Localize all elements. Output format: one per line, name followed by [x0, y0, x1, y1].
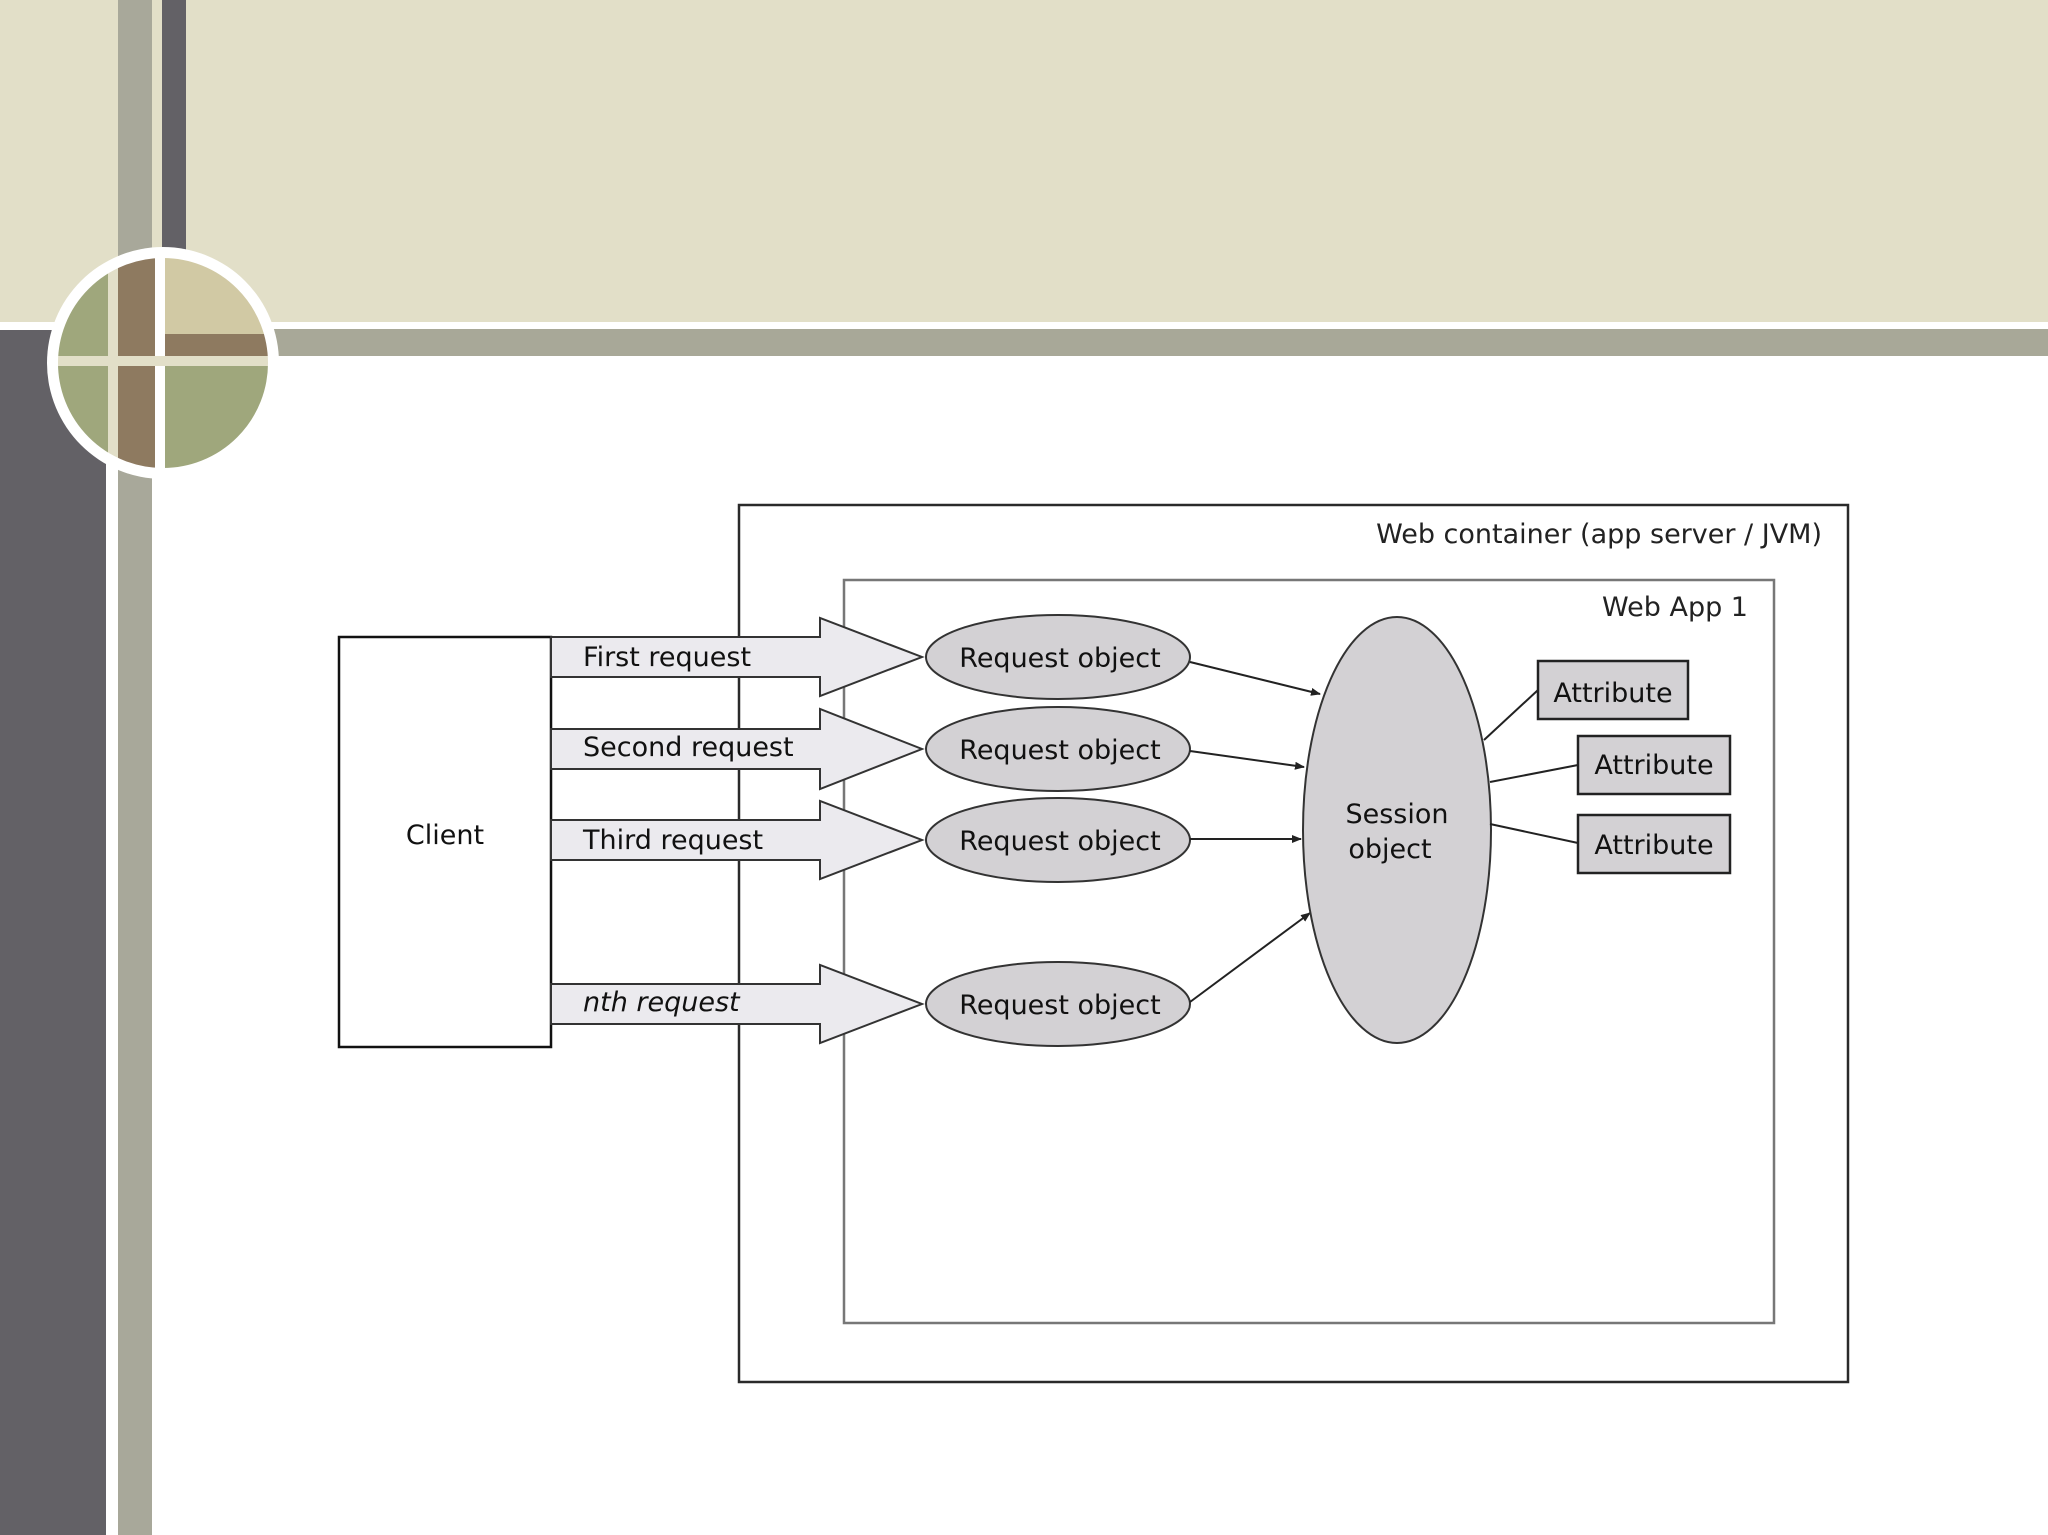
request-object-label: Request object	[959, 643, 1160, 674]
request-object-4: Request object	[925, 961, 1191, 1047]
connector-arrow	[1189, 661, 1321, 696]
web-app-label: Web App 1	[1602, 592, 1748, 623]
attribute-box-2: Attribute	[1576, 734, 1732, 796]
session-diagram: Web container (app server / JVM) Web App…	[337, 503, 1850, 1384]
request-arrow-label: Third request	[582, 825, 763, 856]
client-label: Client	[406, 820, 484, 851]
request-object-3: Request object	[925, 797, 1191, 883]
request-arrow-label: nth request	[583, 987, 741, 1018]
request-arrow-3: Third request	[550, 799, 925, 881]
request-object-label: Request object	[959, 735, 1160, 766]
attribute-label: Attribute	[1594, 830, 1713, 861]
request-object-ellipse	[925, 706, 1191, 792]
client-box	[337, 635, 553, 1049]
request-object-2: Request object	[925, 706, 1191, 792]
connector-arrow	[1189, 912, 1311, 1003]
request-arrow-2: Second request	[550, 707, 925, 791]
attribute-connector	[1489, 823, 1579, 844]
request-arrow-1: First request	[550, 616, 925, 698]
request-arrow-shape	[550, 616, 925, 698]
left-dark-bar	[0, 330, 106, 1535]
request-arrow-shape	[550, 707, 925, 791]
request-arrow-shape	[550, 963, 925, 1045]
request-object-1: Request object	[925, 614, 1191, 700]
request-arrow-label: Second request	[583, 732, 794, 763]
attribute-box-1: Attribute	[1536, 659, 1690, 721]
left-light-bar	[118, 0, 152, 1535]
connector-arrow	[1189, 750, 1305, 770]
attribute-connector	[1489, 764, 1579, 783]
header-rule	[270, 329, 2048, 356]
session-object-label-line1: Session	[1345, 799, 1448, 830]
request-object-ellipse	[925, 961, 1191, 1047]
attribute-connector	[1483, 689, 1539, 741]
attribute-label: Attribute	[1594, 750, 1713, 781]
request-object-label: Request object	[959, 826, 1160, 857]
request-arrow-label: First request	[583, 642, 751, 673]
header-white-gap	[0, 322, 2048, 329]
request-arrow-shape	[550, 799, 925, 881]
request-object-label: Request object	[959, 990, 1160, 1021]
attribute-rect	[1536, 659, 1690, 721]
attribute-rect	[1576, 813, 1732, 875]
medallion-logo	[47, 247, 279, 479]
request-object-ellipse	[925, 614, 1191, 700]
request-arrow-4: nth request	[550, 963, 925, 1045]
session-object-ellipse	[1302, 616, 1492, 1044]
session-object-label-line2: object	[1348, 834, 1431, 865]
session-object: Session object	[1302, 616, 1492, 1044]
attribute-box-3: Attribute	[1576, 813, 1732, 875]
attribute-label: Attribute	[1553, 678, 1672, 709]
attribute-rect	[1576, 734, 1732, 796]
header-band	[0, 0, 2048, 322]
web-container-label: Web container (app server / JVM)	[1376, 519, 1822, 550]
